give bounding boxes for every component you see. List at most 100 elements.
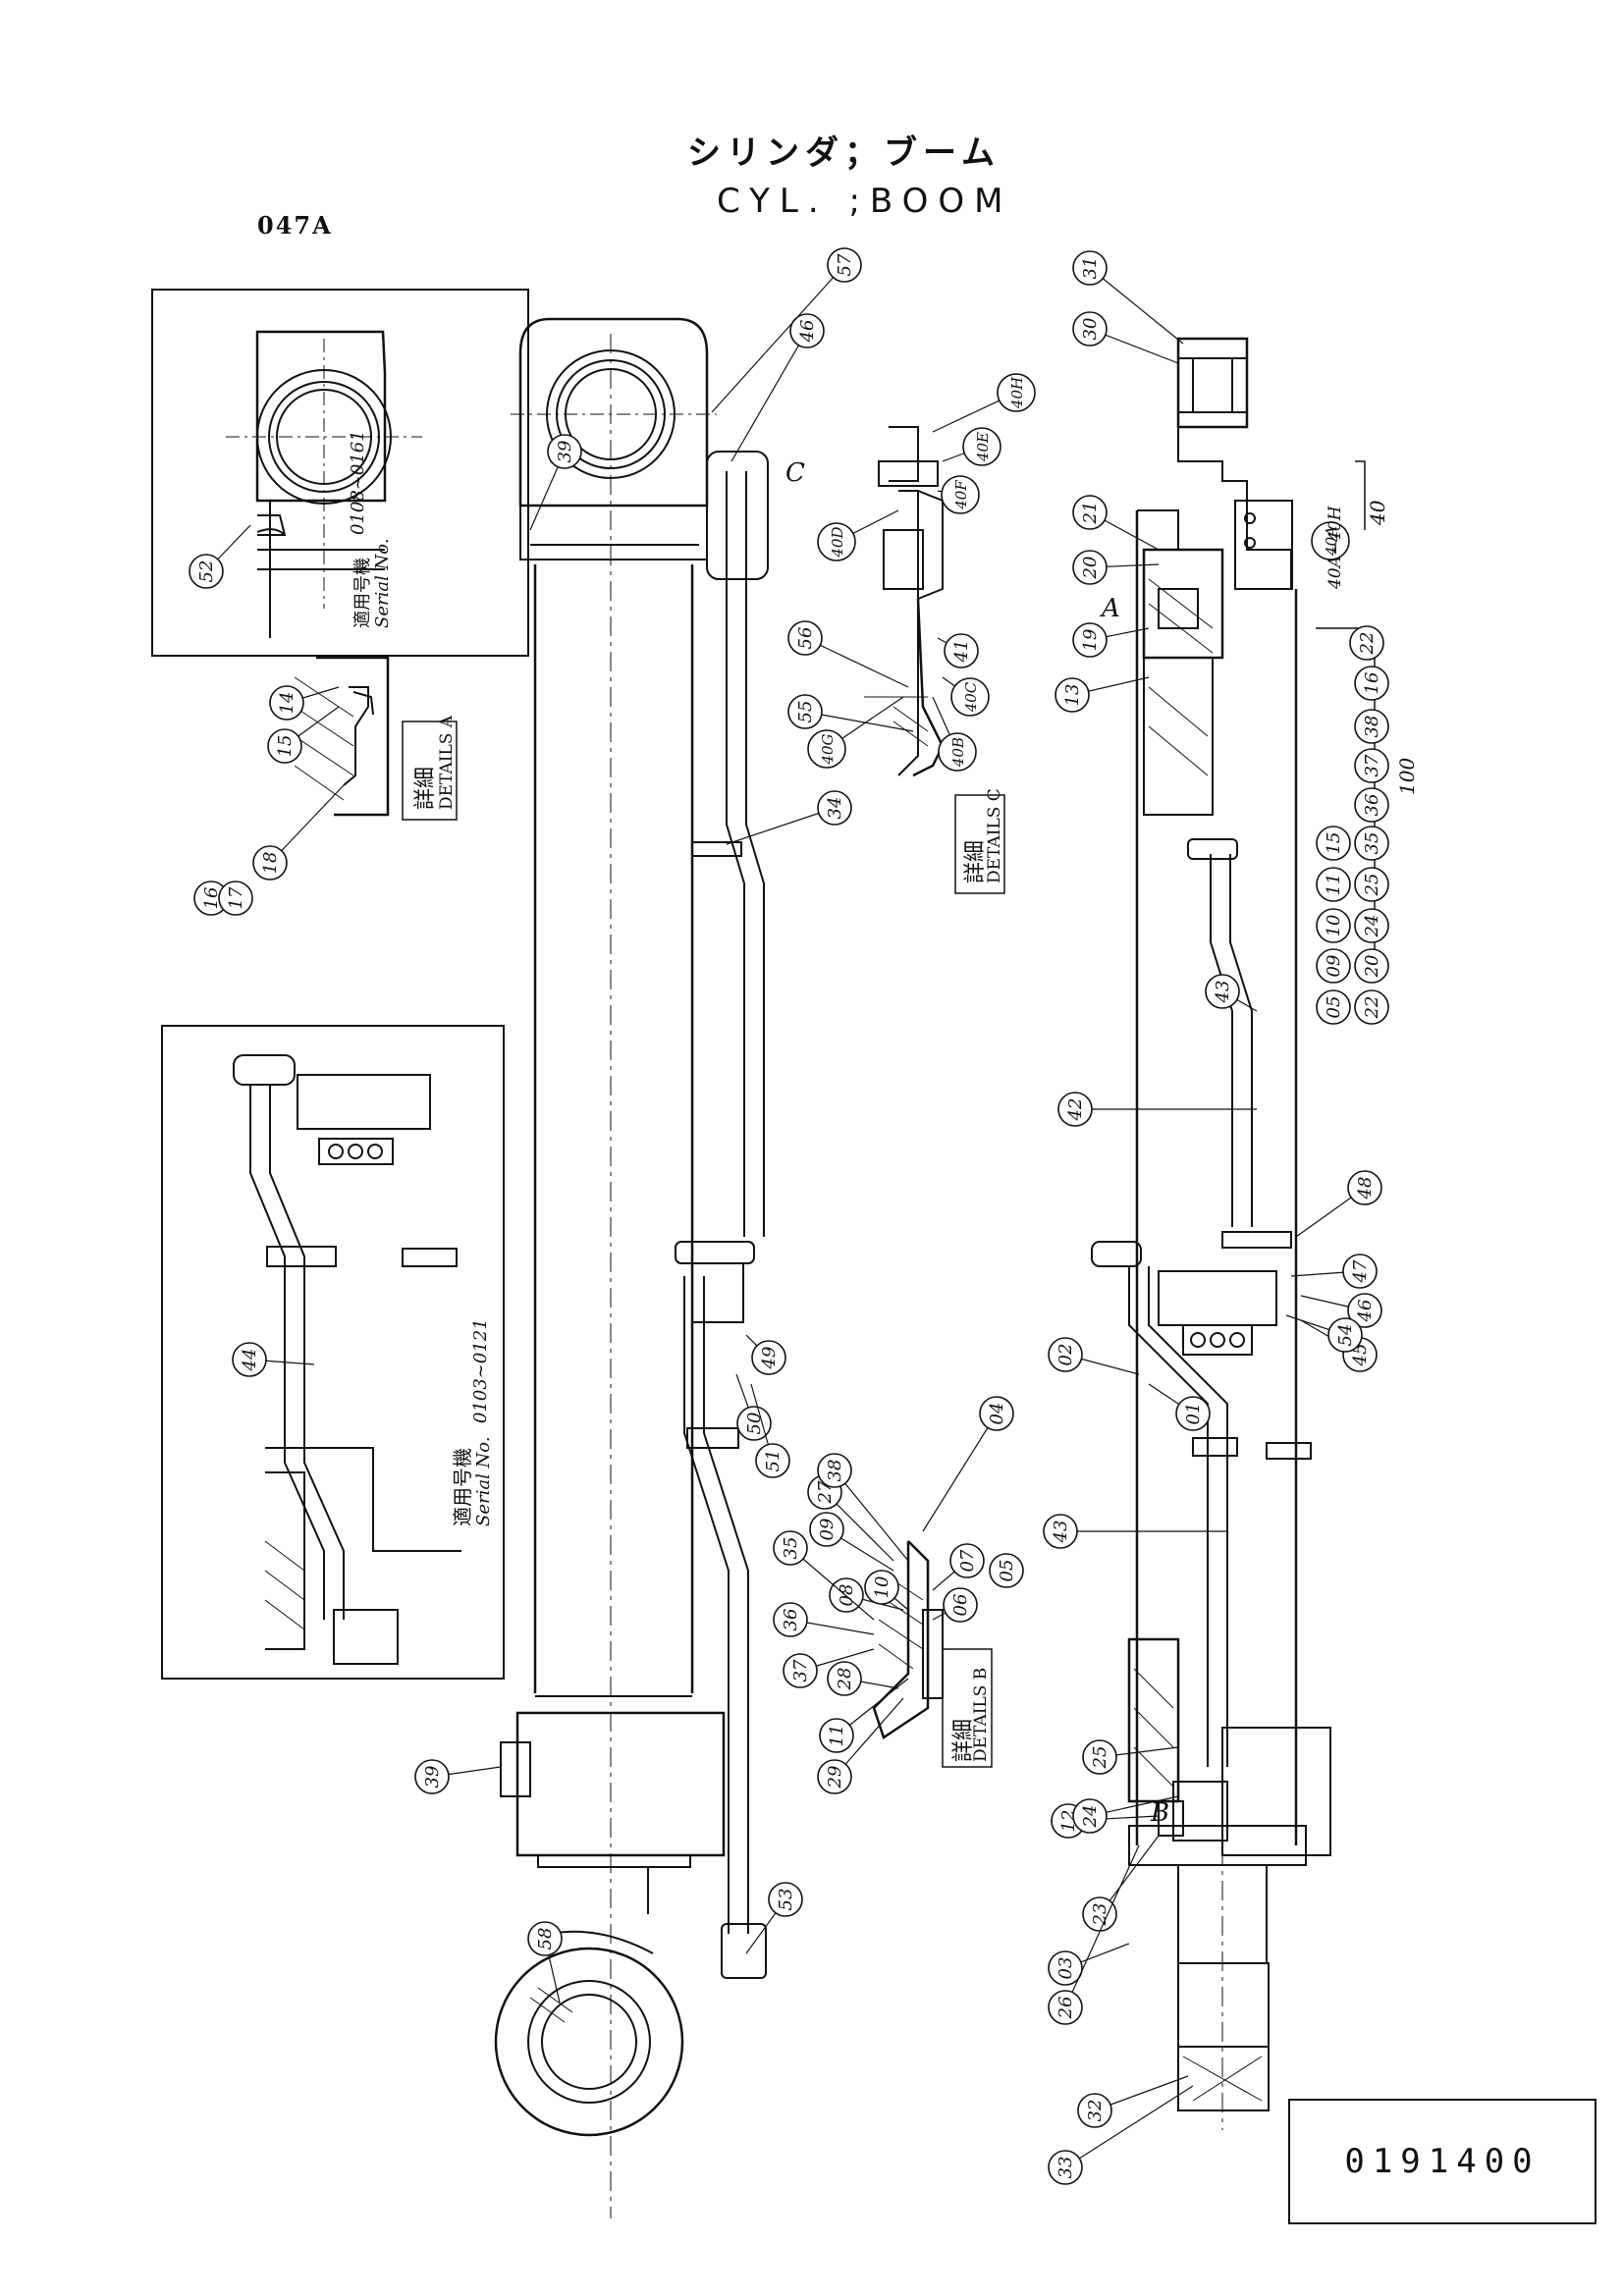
callout-19-18-circle: [1072, 622, 1108, 658]
details-b-jp: 詳細: [951, 1719, 976, 1762]
callout-41-48-circle: [944, 633, 979, 668]
callout-42-49-circle: [1057, 1092, 1093, 1127]
kit-callout-22-6-circle: [1354, 989, 1389, 1025]
callout-26-25-leader: [1064, 1844, 1140, 2008]
callout-28-27-circle: [827, 1661, 862, 1696]
callout-57-66-circle: [827, 247, 862, 283]
callout-13-12-circle: [1055, 677, 1090, 713]
callout-43-51-circle: [1043, 1514, 1078, 1549]
kit-callout-24-8-label: 24: [1362, 915, 1382, 938]
kit-callout-11-3-label: 11: [1324, 874, 1344, 896]
callout-57-66-leader: [711, 264, 845, 413]
callout-39-39-circle: [414, 1759, 450, 1794]
callout-39-38-circle: [547, 434, 582, 469]
kit-callout-05-0-circle: [1316, 989, 1351, 1025]
details-c-en: DETAILS C: [985, 788, 1004, 883]
callout-57-66-label: 57: [835, 253, 855, 276]
callout-40g-46-circle: [807, 729, 846, 769]
kit-callout-35-10-circle: [1354, 826, 1389, 861]
inset-top-serial-jp: 適用号機: [352, 558, 373, 628]
kit-callout-10-2-label: 10: [1324, 915, 1344, 937]
callout-54-63-circle: [1327, 1317, 1363, 1353]
kit-callout-25-9-label: 25: [1362, 874, 1382, 897]
document-number-box: 0191400: [1288, 2099, 1596, 2224]
details-a-en: DETAILS A: [437, 715, 457, 810]
callout-31-30-leader: [1089, 267, 1184, 345]
callout-20-19-circle: [1072, 550, 1108, 585]
callout-52-61-label: 52: [196, 561, 217, 583]
callout-37-36-circle: [783, 1653, 818, 1688]
callout-49-58-label: 49: [759, 1347, 780, 1370]
callout-51-60-circle: [755, 1443, 790, 1478]
drawing-title-japanese: シリンダ；ブーム: [687, 133, 1001, 173]
callout-56-65-leader: [804, 637, 909, 688]
callout-25-24-label: 25: [1090, 1746, 1110, 1770]
callout-11-10-label: 11: [827, 1725, 847, 1747]
callout-18-17-leader: [269, 784, 345, 864]
kit-callout-35-10-label: 35: [1362, 832, 1382, 855]
callout-33-32-label: 33: [1055, 2157, 1076, 2179]
callout-40h-47-label: 40H: [1008, 376, 1026, 409]
callout-05-4-circle: [989, 1553, 1024, 1588]
callout-22-21-label: 22: [1357, 632, 1378, 656]
callout-43-51-label: 43: [1051, 1521, 1071, 1544]
callout-04-3-leader: [922, 1413, 998, 1532]
callout-47-56-label: 47: [1350, 1259, 1371, 1283]
callout-40g-46-label: 40G: [819, 733, 837, 765]
kit-callout-15-4-circle: [1316, 826, 1351, 861]
callout-38-37-leader: [834, 1469, 909, 1562]
callout-09-8-circle: [809, 1512, 844, 1547]
callout-40h-47-circle: [997, 373, 1036, 412]
callout-20-19-label: 20: [1080, 557, 1101, 580]
kit-callout-16-5-label: 16: [1362, 672, 1382, 695]
callout-32-31-circle: [1077, 2093, 1112, 2128]
callout-43-50-label: 43: [1213, 981, 1233, 1004]
inset-mid-serial-range: 0103~0121: [470, 1318, 491, 1423]
callout-40e-44-circle: [962, 427, 1001, 466]
callout-07-6-label: 07: [957, 1549, 978, 1572]
callout-46-55-leader: [730, 330, 808, 462]
callout-40f-45-label: 40F: [952, 480, 970, 510]
view-letter-a: A: [1100, 594, 1120, 623]
kit-callout-10-2-circle: [1316, 908, 1351, 943]
document-number: 0191400: [1344, 2142, 1541, 2181]
inset-top-serial-en: Serial No.: [372, 538, 393, 628]
kit-callout-09-1-label: 09: [1324, 955, 1344, 978]
inset-mid-serial-en: Serial No.: [473, 1436, 494, 1526]
assembly-ref-seal-kit: 100: [1395, 758, 1419, 795]
callout-55-64-label: 55: [795, 701, 816, 723]
callout-19-18-label: 19: [1080, 629, 1101, 652]
callout-52-61-circle: [189, 554, 224, 589]
callout-30-29-label: 30: [1080, 318, 1101, 341]
callout-36-35-label: 36: [781, 1609, 801, 1631]
view-letter-b: B: [1150, 1798, 1169, 1828]
callout-13-12-label: 13: [1062, 684, 1083, 707]
callout-18-17-label: 18: [260, 852, 281, 875]
kit-callout-22-6-label: 22: [1362, 996, 1382, 1020]
inset-top-serial-range: 0108~0161: [348, 430, 368, 535]
callout-38-37-circle: [817, 1453, 852, 1488]
callout-29-28-circle: [817, 1759, 852, 1794]
callout-44-52-label: 44: [240, 1349, 260, 1372]
callout-35-34-leader: [789, 1547, 875, 1621]
kit-callout-15-4-label: 15: [1324, 832, 1344, 855]
callout-47-56-circle: [1342, 1254, 1378, 1289]
callout-43-50-circle: [1205, 974, 1240, 1009]
callout-26-25-label: 26: [1055, 1997, 1076, 2020]
callout-06-5-circle: [943, 1587, 978, 1623]
callout-55-64-circle: [787, 694, 823, 729]
callout-33-32-circle: [1048, 2150, 1083, 2185]
callout-46-54-label: 46: [1355, 1300, 1376, 1323]
kit-callout-36-11-circle: [1354, 787, 1389, 823]
callout-58-67-label: 58: [535, 1928, 556, 1950]
callout-01-0-circle: [1175, 1396, 1211, 1431]
callout-29-28-label: 29: [825, 1766, 845, 1789]
kit-callout-25-9-circle: [1354, 867, 1389, 902]
callout-56-65-circle: [787, 620, 823, 656]
callout-55-64-leader: [804, 711, 914, 732]
callout-14-13-label: 14: [277, 692, 298, 715]
kit-callout-38-13-label: 38: [1362, 716, 1382, 738]
callout-02-1-label: 02: [1055, 1344, 1076, 1366]
callout-21-20-circle: [1072, 495, 1108, 530]
view-letter-c: C: [785, 458, 805, 488]
